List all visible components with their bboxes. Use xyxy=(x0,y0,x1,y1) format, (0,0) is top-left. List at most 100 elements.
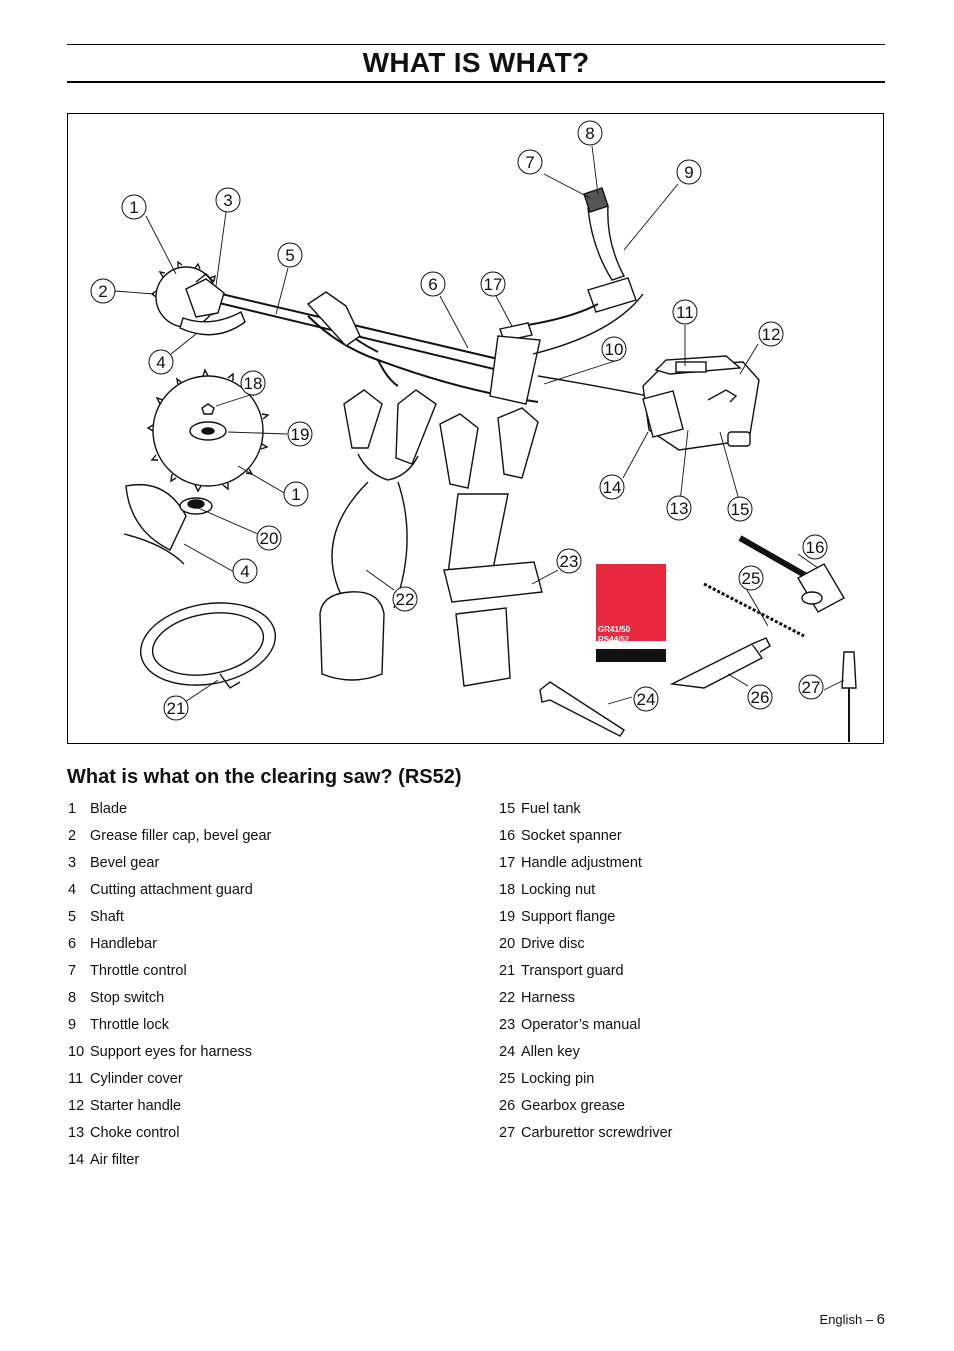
callout-circle-7 xyxy=(517,149,543,175)
callout-circle-22 xyxy=(392,586,418,612)
part-label: Throttle control xyxy=(90,963,187,979)
page-number: 6 xyxy=(876,1311,885,1328)
callout-circle-24 xyxy=(633,686,659,712)
callout-circle-23 xyxy=(556,548,582,574)
transport-guard-drawing xyxy=(139,602,277,689)
callout-6: 6 xyxy=(428,275,437,294)
part-label: Starter handle xyxy=(90,1098,182,1114)
page-title: WHAT IS WHAT? xyxy=(362,47,590,78)
callout-4: 4 xyxy=(156,353,165,372)
callout-circle-8 xyxy=(577,120,603,146)
part-number: 22 xyxy=(499,990,516,1006)
page-footer: English – 6 xyxy=(820,1311,885,1328)
manual-cover-line1: GR41/50 xyxy=(598,625,631,634)
part-number: 27 xyxy=(499,1125,516,1141)
callout-19: 19 xyxy=(291,425,310,444)
callout-11: 11 xyxy=(676,303,694,322)
part-label: Drive disc xyxy=(521,936,585,952)
callout-17: 17 xyxy=(484,275,503,294)
callout-circle-1 xyxy=(121,194,147,220)
callout-circle-4 xyxy=(148,349,174,375)
part-label: Cutting attachment guard xyxy=(90,882,253,898)
callout-circle-13 xyxy=(666,495,692,521)
part-label: Transport guard xyxy=(521,963,624,979)
header-rule-top xyxy=(67,44,885,45)
section-heading: What is what on the clearing saw? (RS52) xyxy=(67,766,462,788)
callout-circle-14 xyxy=(599,474,625,500)
callout-18: 18 xyxy=(244,374,263,393)
part-label: Air filter xyxy=(90,1152,140,1168)
manual-cover-line2: RS44/52 xyxy=(598,635,630,644)
clearing-saw-drawing xyxy=(150,187,760,451)
list-item: 14 Air filter xyxy=(68,1151,468,1178)
callout-15: 15 xyxy=(731,500,750,519)
part-number: 3 xyxy=(68,855,77,871)
callout-circle-1b xyxy=(283,481,309,507)
callout-20: 20 xyxy=(260,529,279,548)
operators-manual-drawing xyxy=(596,564,666,662)
tools-drawing xyxy=(539,535,857,742)
callout-24: 24 xyxy=(637,690,656,709)
callout-circle-10 xyxy=(601,336,627,362)
callout-circle-15 xyxy=(727,496,753,522)
list-item: 2 Grease filler cap, bevel gear xyxy=(68,827,468,854)
footer-separator: – xyxy=(865,1312,874,1327)
harness-drawing xyxy=(319,389,543,687)
callout-23: 23 xyxy=(560,552,579,571)
part-number: 5 xyxy=(68,909,77,925)
part-number: 7 xyxy=(68,963,77,979)
part-label: Harness xyxy=(521,990,575,1006)
parts-illustration: GR41/50 RS44/52 xyxy=(67,113,884,744)
callout-13: 13 xyxy=(670,499,689,518)
header-rule-bottom xyxy=(67,81,885,83)
callout-circle-17 xyxy=(480,271,506,297)
part-label: Allen key xyxy=(521,1044,580,1060)
part-label: Blade xyxy=(90,801,128,817)
callout-10: 10 xyxy=(605,340,624,359)
part-label: Support eyes for harness xyxy=(90,1044,253,1060)
part-label: Socket spanner xyxy=(521,828,622,844)
callout-circle-21 xyxy=(163,695,189,721)
callout-27: 27 xyxy=(802,678,821,697)
callout-14: 14 xyxy=(603,478,622,497)
part-label: Stop switch xyxy=(90,990,165,1006)
part-number: 6 xyxy=(68,936,77,952)
part-label: Carburettor screwdriver xyxy=(521,1125,673,1141)
part-number: 2 xyxy=(68,828,77,844)
list-item: 20 Drive disc xyxy=(499,935,889,962)
part-number: 15 xyxy=(499,801,516,817)
callout-circle-25 xyxy=(738,565,764,591)
part-label: Grease filler cap, bevel gear xyxy=(90,828,272,844)
part-label: Throttle lock xyxy=(90,1017,169,1033)
list-item: 8 Stop switch xyxy=(68,989,468,1016)
callout-circle-19 xyxy=(287,421,313,447)
part-number: 13 xyxy=(68,1125,85,1141)
leader-lines xyxy=(114,145,845,705)
callout-25: 25 xyxy=(742,569,761,588)
callout-circle-5 xyxy=(277,242,303,268)
callout-2: 2 xyxy=(98,282,107,301)
part-number: 23 xyxy=(499,1017,516,1033)
part-number: 4 xyxy=(68,882,77,898)
part-number: 8 xyxy=(68,990,77,1006)
callout-1-blade: 1 xyxy=(291,485,300,504)
part-number: 14 xyxy=(68,1152,85,1168)
part-number: 25 xyxy=(499,1071,516,1087)
list-item: 4 Cutting attachment guard xyxy=(68,881,468,908)
part-number: 24 xyxy=(499,1044,516,1060)
part-label: Handlebar xyxy=(90,936,157,952)
part-number: 20 xyxy=(499,936,516,952)
